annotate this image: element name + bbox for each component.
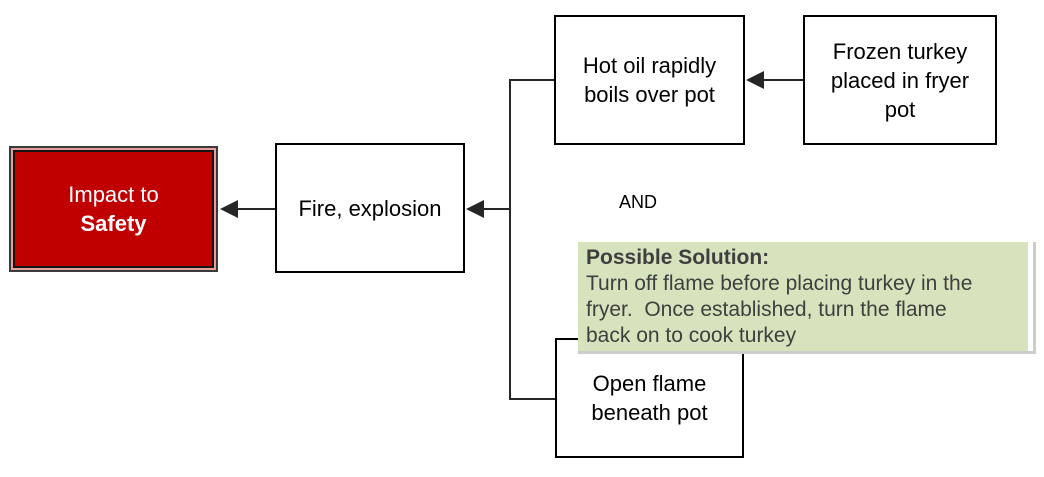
possible-solution-line-1: Turn off flame before placing turkey in … [586, 272, 973, 295]
impact-label-line-1: Impact to [68, 182, 159, 207]
possible-solution-note: Possible Solution: Turn off flame before… [578, 242, 1036, 354]
frozen-turkey-label-line-2: placed in fryer [830, 67, 970, 93]
possible-solution-title: Possible Solution: [586, 246, 770, 269]
arrow-trunk-to-fire-head-icon [466, 200, 484, 218]
open-flame-label-line-2: beneath pot [591, 400, 708, 425]
possible-solution-line-2: fryer. Once established, turn the flame [586, 298, 947, 321]
open-flame-label-line-1: Open flame [592, 371, 707, 396]
arrow-frozen-to-hot-oil-head-icon [746, 71, 764, 89]
node-fire-explosion: Fire, explosion [275, 143, 465, 273]
and-gate-label: AND [619, 192, 658, 212]
node-frozen-turkey: Frozen turkey placed in fryer pot [803, 15, 997, 145]
frozen-turkey-label-line-1: Frozen turkey [832, 38, 968, 64]
arrow-fire-to-impact-head-icon [220, 200, 238, 218]
fire-label: Fire, explosion [298, 195, 442, 221]
node-open-flame: Open flame beneath pot [555, 338, 744, 458]
node-impact-to-safety: Impact to Safety [13, 150, 214, 268]
node-hot-oil-boils-over: Hot oil rapidly boils over pot [554, 15, 745, 145]
hot-oil-label-line-2: boils over pot [584, 82, 715, 107]
frozen-turkey-label-line-3: pot [884, 96, 916, 122]
possible-solution-line-3: back on to cook turkey [586, 324, 797, 347]
impact-label-line-2: Safety [80, 211, 147, 236]
possible-solution-highlight: Possible Solution: Turn off flame before… [578, 242, 1028, 351]
hot-oil-label-line-1: Hot oil rapidly [582, 53, 717, 78]
